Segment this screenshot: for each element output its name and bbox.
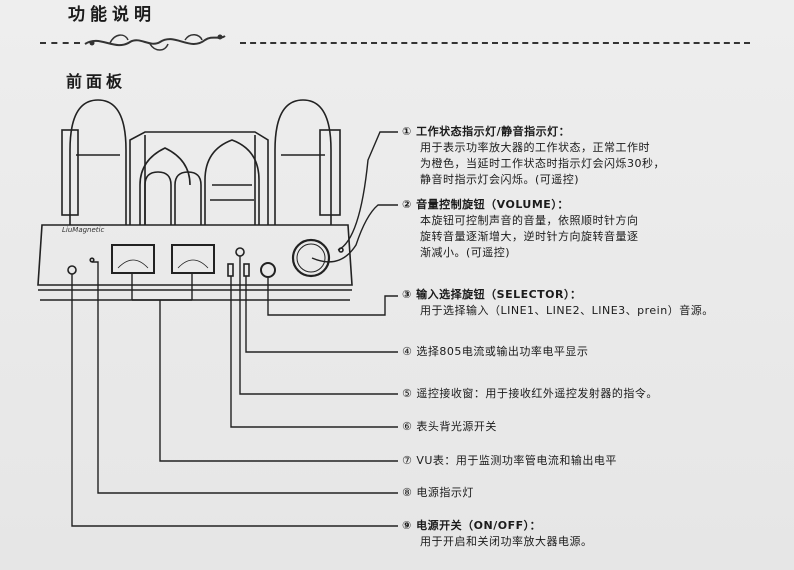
front-panel-body (37, 224, 353, 286)
callout-4: ④ 选择805电流或输出功率电平显示 (402, 345, 589, 358)
selector-knob (260, 262, 276, 278)
callout-9: ⑨ 电源开关（ON/OFF）： 用于开启和关闭功率放大器电源。 (402, 518, 593, 550)
small-tube-left (144, 171, 172, 225)
section-title: 前面板 (66, 72, 127, 91)
backlight-switch (227, 263, 234, 277)
callout-1-heading: ① 工作状态指示灯/静音指示灯： (402, 125, 571, 138)
ornament-icon (84, 34, 226, 51)
right-power-tube (274, 99, 332, 225)
callout-1-line-3: 为橙色，当延时工作状态时指示灯会闪烁30秒， (420, 157, 665, 170)
callout-2-line-2: 本旋钮可控制声音的音量，依照顺时针方向 (420, 214, 639, 227)
callout-2-line-4: 渐减小。(可遥控) (420, 246, 511, 259)
remote-receiver-window (235, 247, 245, 257)
callout-2: ② 音量控制旋钮（VOLUME）： 本旋钮可控制声音的音量，依照顺时针方向 旋转… (402, 197, 639, 261)
callout-2-line-3: 旋转音量逐渐增大，逆时针方向旋转音量逐 (420, 230, 639, 243)
callout-8: ⑧ 电源指示灯 (402, 486, 474, 499)
callout-leader-lines (71, 131, 398, 527)
transformer-cover (129, 131, 269, 225)
brand-logo: LiuMagnetic (62, 226, 105, 234)
amplifier-drawing (37, 99, 353, 301)
vu-meter-left (111, 244, 155, 274)
power-switch (67, 265, 77, 275)
page-title: 功能说明 (68, 5, 156, 25)
power-led (89, 257, 95, 263)
volume-knob (291, 238, 331, 278)
rectifier-tube-left (139, 147, 191, 225)
rectifier-tube-right (204, 139, 260, 225)
callout-9-heading: ⑨ 电源开关（ON/OFF）： (402, 519, 542, 532)
dashed-rule-right (240, 42, 750, 44)
callout-7: ⑦ VU表：用于监测功率管电流和输出电平 (402, 454, 617, 467)
callout-3: ③ 输入选择旋钮（SELECTOR）： 用于选择输入（LINE1、LINE2、L… (402, 287, 714, 319)
callout-2-heading: ② 音量控制旋钮（VOLUME）： (402, 198, 569, 211)
small-tube-mid (174, 171, 202, 225)
callout-5: ⑤ 遥控接收窗：用于接收红外遥控发射器的指令。 (402, 387, 658, 400)
callout-3-heading: ③ 输入选择旋钮（SELECTOR）： (402, 288, 582, 301)
callout-1: ① 工作状态指示灯/静音指示灯： 用于表示功率放大器的工作状态，正常工作时 为橙… (402, 124, 665, 188)
callout-1-line-4: 静音时指示灯会闪烁。(可遥控) (420, 173, 580, 186)
callout-1-line-2: 用于表示功率放大器的工作状态，正常工作时 (420, 141, 650, 154)
callout-6: ⑥ 表头背光源开关 (402, 420, 497, 433)
callout-9-line-2: 用于开启和关闭功率放大器电源。 (420, 535, 593, 548)
dashed-rule-left (40, 42, 80, 44)
vu-meter-right (171, 244, 215, 274)
display-select-switch (243, 263, 250, 277)
callout-3-line-2: 用于选择输入（LINE1、LINE2、LINE3、prein）音源。 (420, 304, 714, 317)
